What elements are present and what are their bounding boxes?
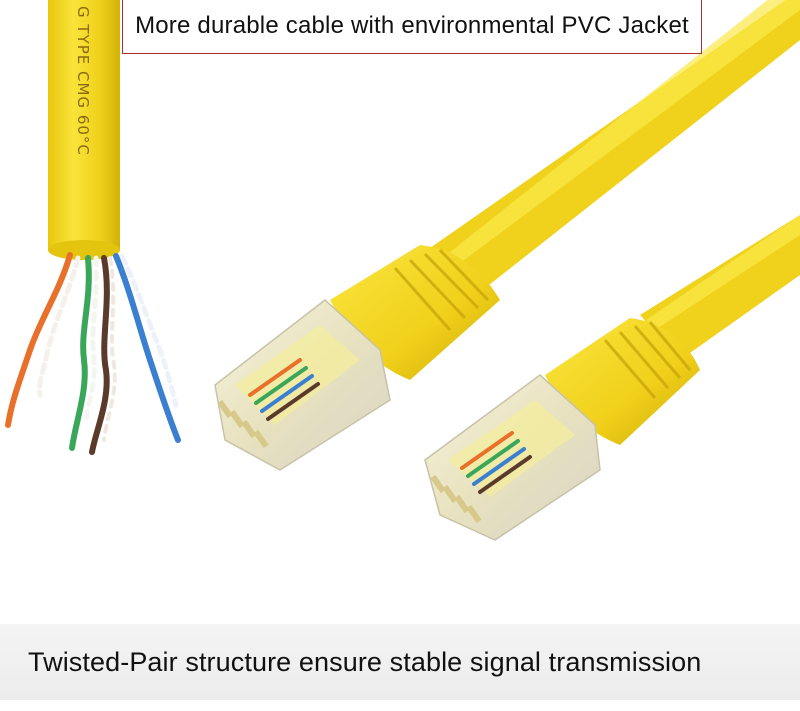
- top-caption: More durable cable with environmental PV…: [122, 0, 702, 54]
- jacket-print-text: G TYPE CMG 60°C: [74, 6, 92, 156]
- stripped-cable: G TYPE CMG 60°C: [5, 0, 181, 455]
- bottom-caption: Twisted-Pair structure ensure stable sig…: [0, 624, 800, 700]
- lower-connector: [424, 318, 700, 541]
- lower-cable: [640, 215, 800, 360]
- upper-cable: [420, 0, 800, 300]
- upper-connector: [214, 245, 500, 471]
- twisted-wires: [5, 252, 181, 455]
